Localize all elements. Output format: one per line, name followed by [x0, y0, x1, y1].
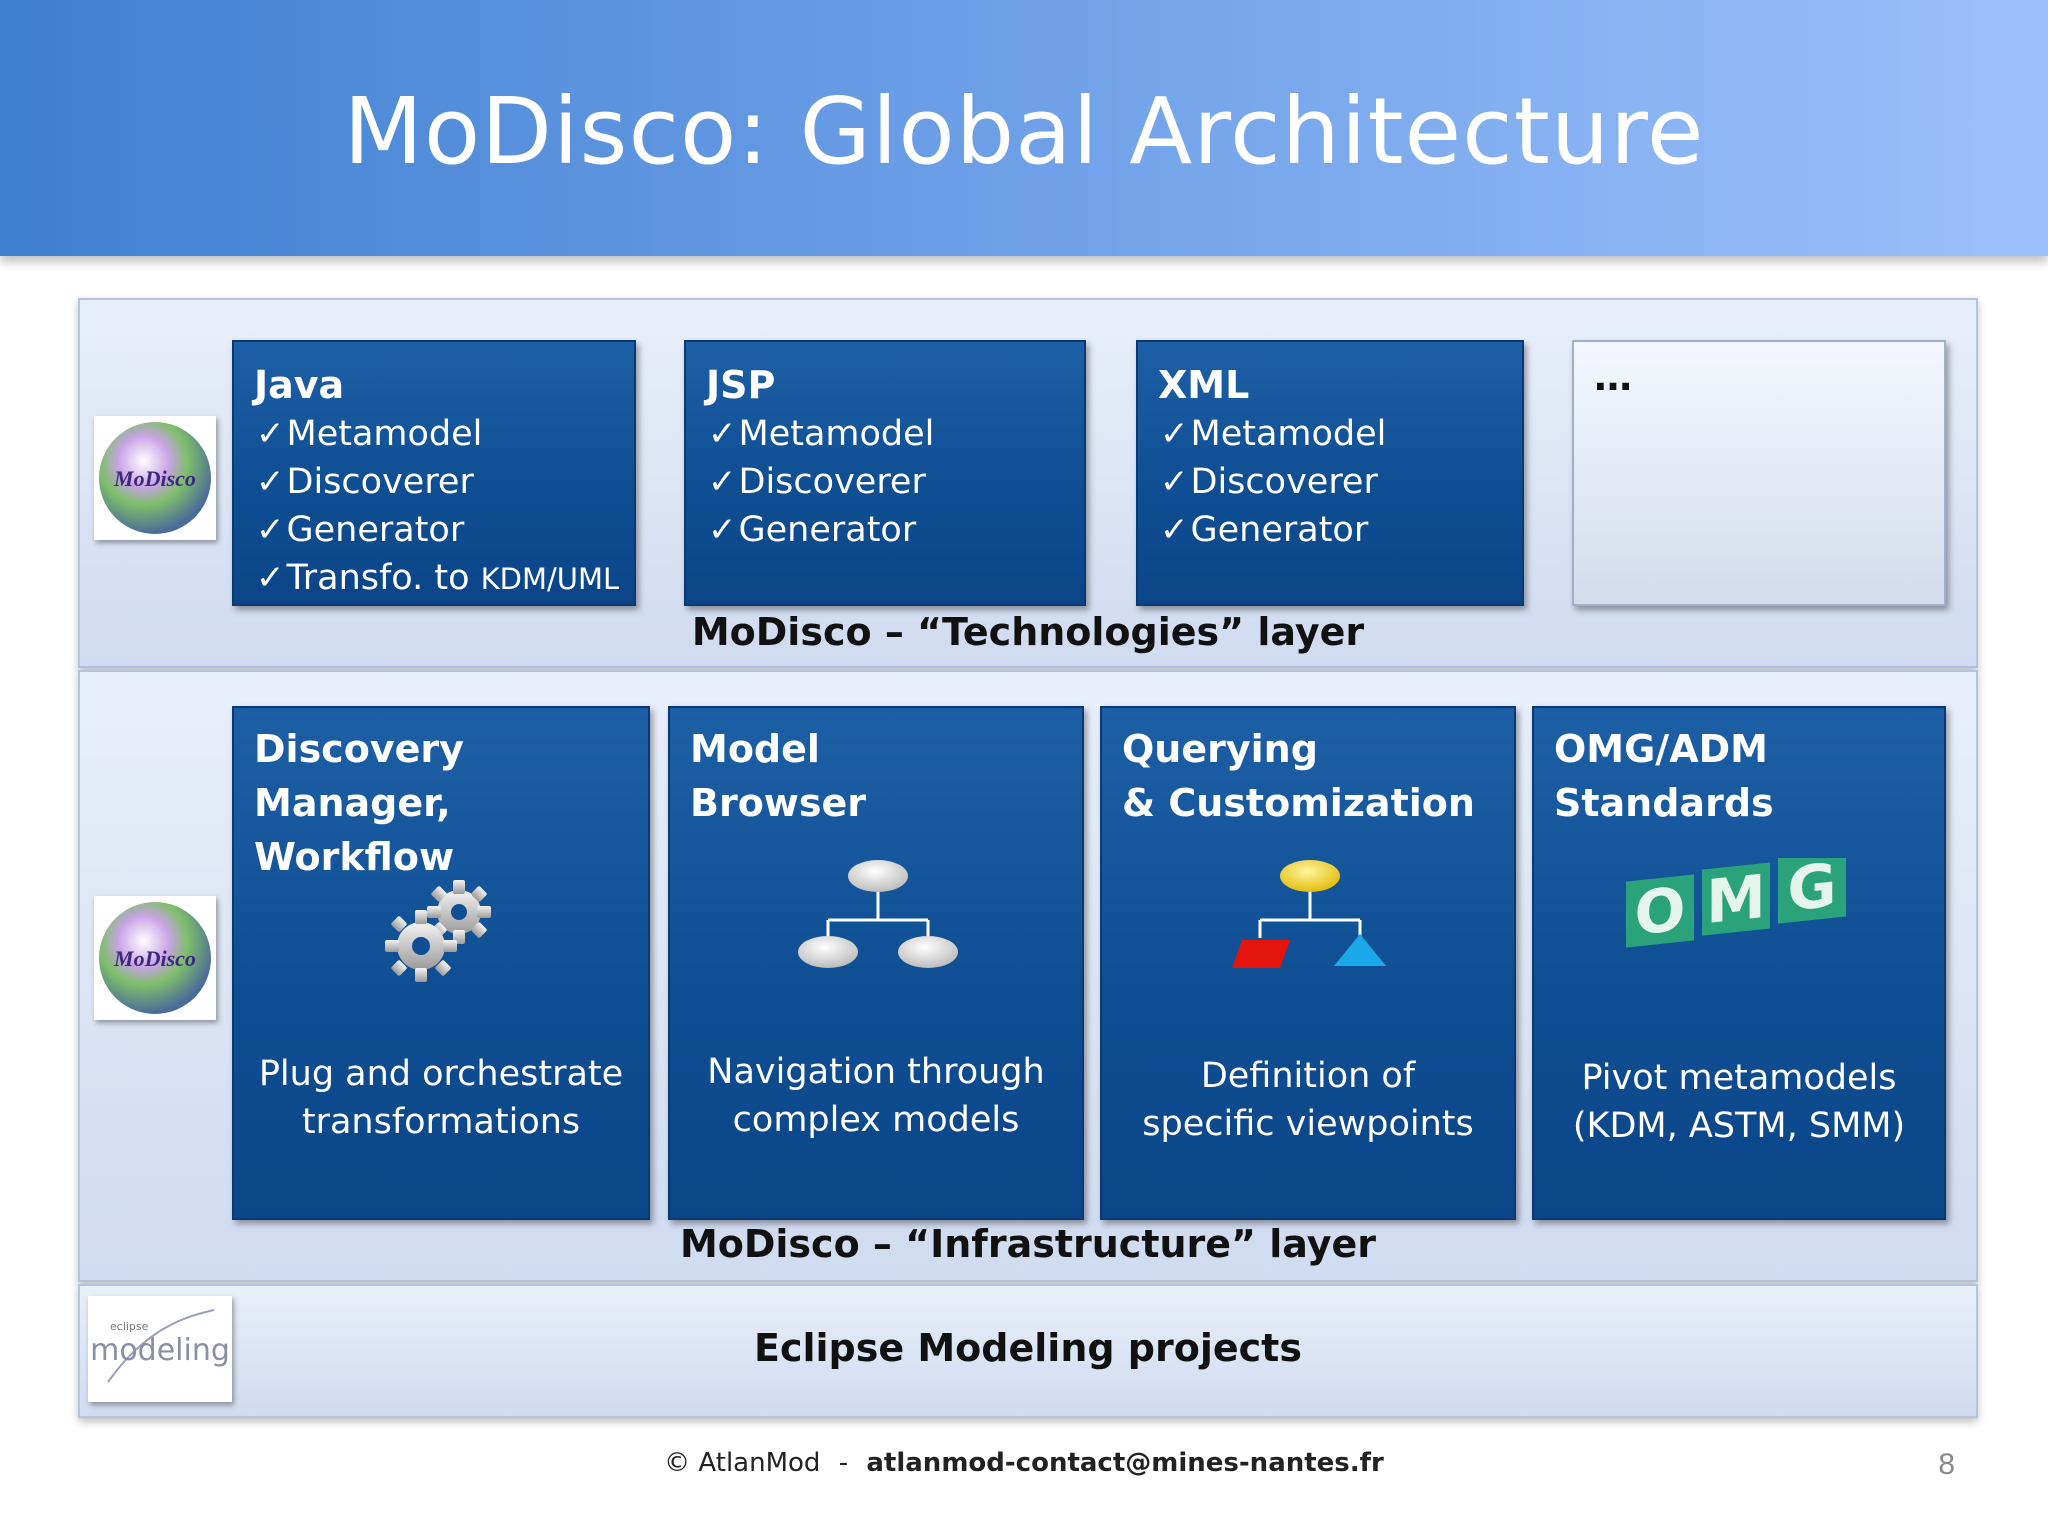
omg-adm-standards-title: OMG/ADM Standards — [1554, 727, 1774, 825]
jsp-title: JSP — [706, 363, 776, 407]
java-features: ✓Metamodel ✓Discoverer ✓Generator ✓Trans… — [256, 410, 619, 603]
jsp-box: JSP ✓Metamodel ✓Discoverer ✓Generator — [684, 340, 1086, 606]
technologies-layer: MoDisco Java ✓Metamodel ✓Discoverer ✓Gen… — [78, 298, 1978, 668]
modisco-logo-text: MoDisco — [113, 466, 196, 491]
more-technologies-ellipsis: … — [1594, 355, 1632, 399]
model-browser-box: Model Browser — [668, 706, 1084, 1220]
slide-title: MoDisco: Global Architecture — [343, 78, 1705, 185]
eclipse-logo-small-text: eclipse — [110, 1320, 149, 1333]
java-feature-generator: ✓Generator — [256, 510, 465, 550]
check-icon: ✓ — [256, 462, 285, 502]
modisco-logo-text: MoDisco — [113, 946, 196, 971]
querying-customization-title: Querying & Customization — [1122, 727, 1475, 825]
footer-copyright: © AtlanMod — [664, 1448, 821, 1478]
footer-separator: - — [838, 1448, 849, 1478]
tree-hierarchy-icon — [796, 858, 960, 972]
java-title: Java — [254, 363, 345, 407]
omg-letter-m: M — [1706, 862, 1766, 938]
check-icon: ✓ — [256, 414, 285, 454]
jsp-features: ✓Metamodel ✓Discoverer ✓Generator — [708, 410, 934, 554]
check-icon: ✓ — [708, 414, 737, 454]
slide-footer: © AtlanMod - atlanmod-contact@mines-nant… — [0, 1448, 2048, 1478]
java-feature-metamodel: ✓Metamodel — [256, 414, 483, 454]
querying-customization-description: Definition of specific viewpoints — [1142, 1056, 1474, 1144]
omg-adm-standards-box: OMG/ADM Standards O M G Pivot metamodels… — [1532, 706, 1946, 1220]
shapes-hierarchy-icon — [1228, 858, 1392, 972]
jsp-feature-discoverer: ✓Discoverer — [708, 462, 926, 502]
slide-header: MoDisco: Global Architecture — [0, 0, 2048, 256]
model-browser-description: Navigation through complex models — [707, 1052, 1045, 1140]
check-icon: ✓ — [708, 462, 737, 502]
eclipse-modeling-layer: eclipse modeling Eclipse Modeling projec… — [78, 1284, 1978, 1418]
page-number: 8 — [1938, 1448, 1955, 1481]
omg-letter-o: O — [1635, 874, 1686, 949]
check-icon: ✓ — [1160, 462, 1189, 502]
jsp-feature-metamodel: ✓Metamodel — [708, 414, 935, 454]
xml-feature-metamodel: ✓Metamodel — [1160, 414, 1387, 454]
xml-features: ✓Metamodel ✓Discoverer ✓Generator — [1160, 410, 1386, 554]
discovery-manager-description: Plug and orchestrate transformations — [258, 1054, 624, 1142]
check-icon: ✓ — [256, 510, 285, 550]
java-feature-discoverer: ✓Discoverer — [256, 462, 474, 502]
check-icon: ✓ — [256, 558, 285, 598]
jsp-feature-generator: ✓Generator — [708, 510, 917, 550]
eclipse-modeling-caption: Eclipse Modeling projects — [754, 1326, 1302, 1370]
omg-logo: O M G — [1622, 858, 1862, 958]
eclipse-logo-text: modeling — [90, 1333, 230, 1368]
infrastructure-layer-caption: MoDisco – “Infrastructure” layer — [679, 1222, 1377, 1266]
querying-customization-box: Querying & Customization — [1100, 706, 1516, 1220]
discovery-manager-box: Discovery Manager, Workflow — [232, 706, 650, 1220]
modisco-logo: MoDisco — [94, 416, 216, 540]
more-technologies-box: … — [1572, 340, 1946, 606]
modisco-logo: MoDisco — [94, 896, 216, 1020]
java-feature-transfo: ✓Transfo. to KDM/UML — [256, 558, 620, 598]
xml-feature-discoverer: ✓Discoverer — [1160, 462, 1378, 502]
omg-letter-g: G — [1787, 858, 1836, 926]
xml-feature-generator: ✓Generator — [1160, 510, 1369, 550]
xml-box: XML ✓Metamodel ✓Discoverer ✓Generator — [1136, 340, 1524, 606]
java-box: Java ✓Metamodel ✓Discoverer ✓Generator ✓… — [232, 340, 636, 606]
check-icon: ✓ — [1160, 414, 1189, 454]
footer-email: atlanmod-contact@mines-nantes.fr — [866, 1448, 1384, 1478]
infrastructure-layer: MoDisco Discovery Manager, Workflow — [78, 670, 1978, 1282]
gears-icon — [381, 876, 501, 986]
model-browser-title: Model Browser — [690, 727, 867, 825]
check-icon: ✓ — [1160, 510, 1189, 550]
xml-title: XML — [1158, 363, 1250, 407]
omg-adm-standards-description: Pivot metamodels (KDM, ASTM, SMM) — [1572, 1058, 1906, 1146]
check-icon: ✓ — [708, 510, 737, 550]
eclipse-modeling-logo: eclipse modeling — [88, 1296, 232, 1402]
discovery-manager-title: Discovery Manager, Workflow — [254, 727, 464, 879]
technologies-layer-caption: MoDisco – “Technologies” layer — [691, 610, 1365, 654]
